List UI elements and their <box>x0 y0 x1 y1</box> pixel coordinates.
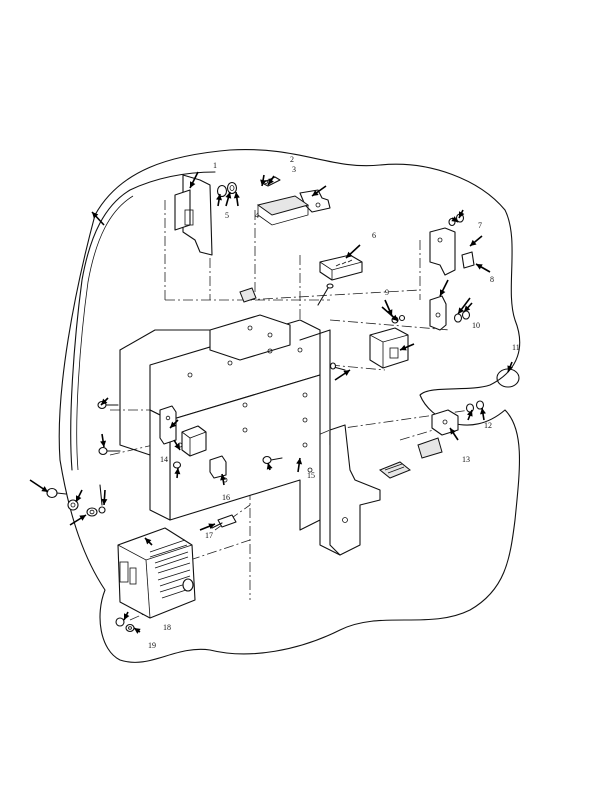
arrowhead <box>225 192 232 199</box>
callout-2: 2 <box>290 155 294 164</box>
upper-bracket <box>174 174 213 256</box>
arrowhead <box>124 613 130 620</box>
arrowhead <box>92 212 99 219</box>
bracket-left <box>159 405 177 445</box>
callouts: 1 2 3 4 5 6 7 8 9 10 11 12 13 14 15 16 1… <box>148 155 520 650</box>
mounting-plate-top <box>256 195 310 226</box>
callout-15: 15 <box>307 471 315 480</box>
callout-16: 16 <box>222 493 230 502</box>
right-upper-bracket <box>429 213 475 276</box>
callout-14: 14 <box>160 455 168 464</box>
callout-17: 17 <box>205 531 213 540</box>
arrowhead <box>450 428 456 435</box>
upper-washers <box>216 181 238 198</box>
callout-19: 19 <box>148 641 156 650</box>
relay-box <box>369 327 409 369</box>
callout-8: 8 <box>490 275 494 284</box>
arrowhead <box>100 440 107 447</box>
arrowhead <box>400 344 407 351</box>
arrowhead <box>464 305 471 312</box>
fitting <box>211 514 237 529</box>
arrowhead <box>145 538 152 545</box>
callout-9: 9 <box>385 288 389 297</box>
arrowhead <box>296 458 303 465</box>
control-module <box>117 527 196 619</box>
arrowhead <box>312 190 319 196</box>
arrowhead <box>451 216 458 222</box>
arrowhead <box>170 421 177 428</box>
main-bracket <box>119 314 331 531</box>
support-strap <box>319 424 381 556</box>
arrowhead <box>507 365 514 372</box>
bracket-low-right <box>431 400 485 436</box>
arrowhead <box>79 515 86 521</box>
module-fasteners <box>115 617 135 633</box>
connector-plug <box>209 455 227 479</box>
callout-13: 13 <box>462 455 470 464</box>
callout-1: 1 <box>213 161 217 170</box>
arrowhead <box>266 463 273 470</box>
callout-11: 11 <box>512 343 520 352</box>
arrowhead <box>233 192 240 199</box>
assembly-boundary <box>58 148 521 663</box>
arrowhead <box>101 498 108 505</box>
callout-10: 10 <box>472 321 480 330</box>
arrowhead <box>134 628 141 634</box>
arrowhead <box>174 468 181 475</box>
arrowhead <box>470 239 477 246</box>
arrowhead <box>41 486 48 492</box>
relay-connector <box>319 254 363 281</box>
arrowhead <box>391 314 398 321</box>
callout-6: 6 <box>372 231 376 240</box>
harness-left <box>70 171 216 471</box>
grey-plates <box>379 437 443 479</box>
arrowhead <box>76 495 82 502</box>
arrowhead <box>466 410 473 417</box>
callout-5: 5 <box>225 211 229 220</box>
arrowhead <box>343 370 350 376</box>
arrowhead <box>459 211 465 218</box>
arrowhead <box>440 289 446 296</box>
ground-hardware <box>46 484 106 517</box>
callout-12: 12 <box>484 421 492 430</box>
arrowhead <box>216 194 222 201</box>
arrowhead <box>101 398 108 405</box>
label-plate-small <box>239 287 257 303</box>
arrowhead <box>208 523 215 530</box>
arrowhead <box>480 408 486 415</box>
arrowhead <box>458 307 464 314</box>
callout-3: 3 <box>292 165 296 174</box>
arrowhead <box>190 181 196 188</box>
arrowhead <box>268 178 274 185</box>
arrowhead <box>220 474 227 481</box>
arrowhead <box>476 264 483 270</box>
arrowhead <box>260 179 267 186</box>
callout-18: 18 <box>163 623 171 632</box>
bolts-left <box>97 400 283 469</box>
harness-left-inner <box>76 195 134 471</box>
leader-arrows <box>29 171 514 634</box>
arrowhead <box>174 443 180 450</box>
arrowhead <box>346 251 353 258</box>
right-lower-bracket <box>429 295 471 331</box>
small-relay-left <box>181 425 207 457</box>
callout-4: 4 <box>255 211 259 220</box>
connector-screw <box>317 283 334 306</box>
callout-7: 7 <box>478 221 482 230</box>
